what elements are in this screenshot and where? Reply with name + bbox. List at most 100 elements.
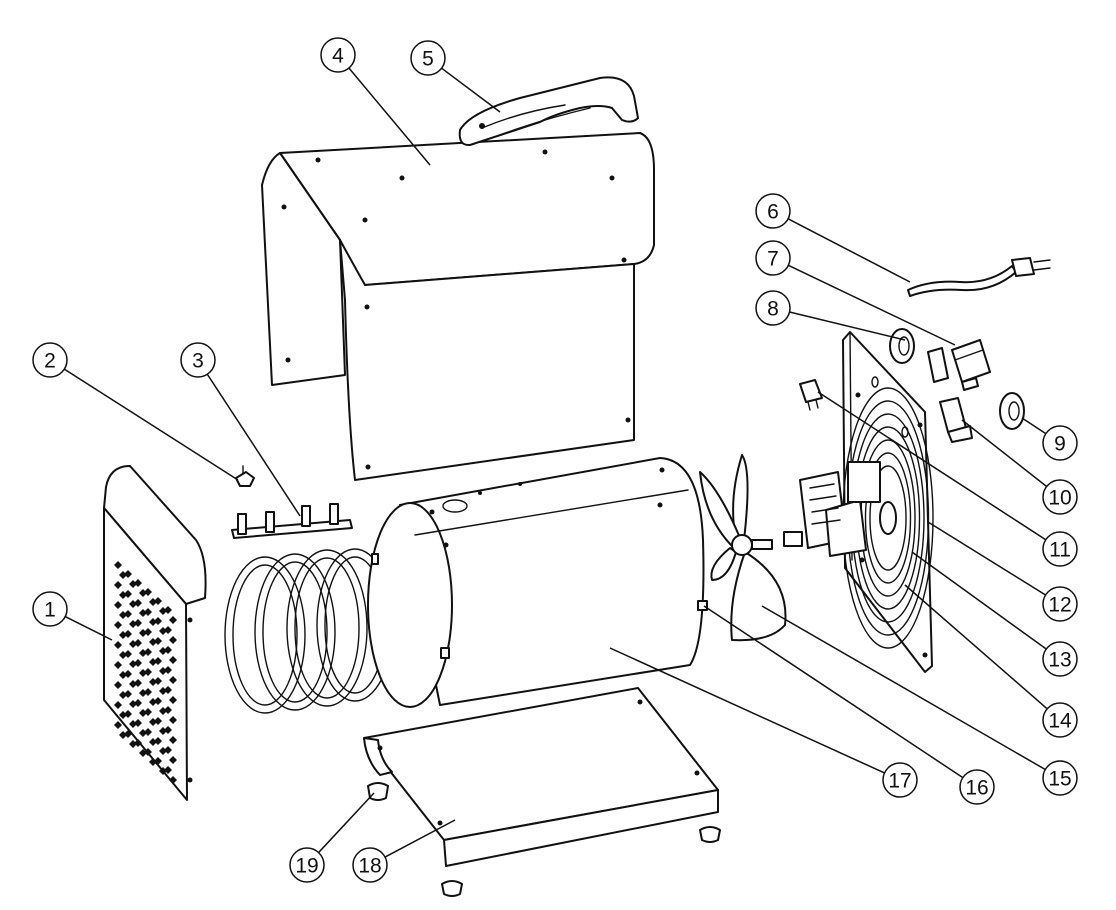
- leader-line-16: [703, 605, 964, 779]
- callout-17: 17: [882, 762, 918, 798]
- callout-number: 4: [332, 45, 344, 68]
- grille-hole: [119, 631, 127, 639]
- grille-hole: [129, 700, 137, 708]
- grille-hole: [159, 667, 167, 675]
- leader-line-1: [64, 615, 113, 641]
- leader-line-5: [441, 67, 501, 113]
- grille-hole: [139, 649, 147, 657]
- callout-circle: [352, 847, 388, 883]
- grille-hole: [119, 711, 127, 719]
- grille-hole: [114, 721, 122, 729]
- grille-hole: [129, 620, 137, 628]
- callout-9: 9: [1042, 425, 1078, 461]
- grille-hole: [169, 676, 177, 684]
- grille-hole: [149, 638, 157, 646]
- grille-hole: [159, 647, 167, 655]
- leader-lines: [63, 67, 1048, 858]
- grille-hole: [169, 756, 177, 764]
- grille-hole: [169, 616, 177, 624]
- handle: [458, 76, 639, 147]
- callout-number: 18: [358, 855, 381, 878]
- callout-number: 19: [295, 855, 318, 878]
- leader-line-12: [927, 521, 1046, 596]
- callout-circle: [755, 240, 791, 276]
- grille-hole: [139, 749, 147, 757]
- leader-line-18: [384, 819, 456, 858]
- grille-hole: [159, 627, 167, 635]
- grille-hole: [149, 598, 157, 606]
- leader-line-11: [817, 391, 1047, 541]
- leader-line-3: [206, 373, 301, 517]
- cylinder-body: [367, 457, 708, 708]
- grille-hole: [114, 701, 122, 709]
- callout-circle: [959, 769, 995, 805]
- switch: [799, 379, 823, 411]
- callout-number: 15: [1048, 768, 1071, 791]
- callout-4: 4: [320, 37, 356, 73]
- leader-line-8: [789, 311, 906, 341]
- leader-line-6: [787, 218, 911, 283]
- grille-hole: [169, 636, 177, 644]
- callout-15: 15: [1042, 760, 1078, 796]
- callout-circle: [1042, 760, 1078, 796]
- grille-hole: [139, 609, 147, 617]
- grille-hole: [169, 696, 177, 704]
- grille-hole: [114, 661, 122, 669]
- callout-number: 5: [422, 48, 434, 71]
- fan-guard-hub: [879, 501, 897, 535]
- power-cord: [907, 257, 1051, 297]
- leader-line-4: [348, 67, 431, 166]
- grille-hole: [129, 640, 137, 648]
- leader-line-9: [1021, 417, 1047, 435]
- leader-line-2: [63, 368, 239, 481]
- grille-hole: [129, 660, 137, 668]
- grille-hole: [149, 678, 157, 686]
- leader-line-19: [318, 792, 375, 854]
- grille-mesh: [114, 561, 177, 784]
- grille-hole: [159, 727, 167, 735]
- callout-circle: [32, 591, 68, 627]
- grille-hole: [149, 738, 157, 746]
- callout-number: 9: [1054, 433, 1066, 456]
- callout-16: 16: [959, 769, 995, 805]
- grille-hole: [139, 629, 147, 637]
- front-grille: [103, 465, 207, 801]
- callout-6: 6: [755, 193, 791, 229]
- grille-hole: [149, 758, 157, 766]
- grille-hole: [169, 656, 177, 664]
- callout-13: 13: [1042, 641, 1078, 677]
- callout-11: 11: [1042, 531, 1078, 567]
- grille-hole: [169, 776, 177, 784]
- top-cover: [261, 132, 655, 481]
- callout-7: 7: [755, 240, 791, 276]
- grille-hole: [129, 680, 137, 688]
- callout-10: 10: [1042, 479, 1078, 515]
- callout-circle: [32, 342, 68, 378]
- grille-hole: [169, 716, 177, 724]
- grille-hole: [114, 681, 122, 689]
- leader-line-7: [788, 264, 956, 346]
- leader-line-13: [911, 551, 1047, 650]
- grille-hole: [119, 591, 127, 599]
- callout-circle: [1042, 586, 1078, 622]
- grille-hole: [149, 718, 157, 726]
- grille-hole: [149, 698, 157, 706]
- grille-hole: [149, 658, 157, 666]
- switch-knob: [999, 392, 1025, 430]
- grille-hole: [114, 601, 122, 609]
- callout-number: 11: [1049, 539, 1071, 562]
- callout-circle: [1042, 531, 1078, 567]
- grille-hole: [129, 720, 137, 728]
- heating-elements: [224, 503, 394, 714]
- callout-5: 5: [410, 40, 446, 76]
- grille-hole: [119, 651, 127, 659]
- rubber-feet: [367, 782, 721, 897]
- grille-hole: [114, 641, 122, 649]
- grille-hole: [129, 600, 137, 608]
- base-tray: [363, 687, 719, 867]
- grille-hole: [119, 611, 127, 619]
- grille-hole: [139, 729, 147, 737]
- callout-circle: [882, 762, 918, 798]
- leader-line-15: [761, 605, 1046, 771]
